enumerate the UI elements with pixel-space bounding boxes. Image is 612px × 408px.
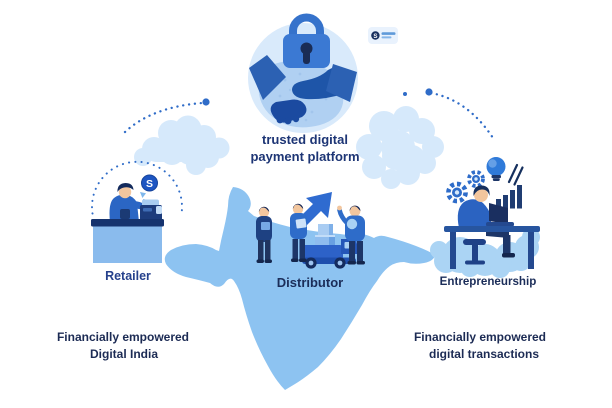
chair	[463, 239, 486, 245]
handshake-icon	[249, 55, 357, 128]
tagline-left-line2: Digital India	[90, 347, 158, 361]
gear-icon-large	[446, 181, 468, 204]
sparkle-lines	[507, 163, 524, 186]
distributor-label: Distributor	[277, 275, 343, 290]
coin-drop-arrow-1	[140, 192, 146, 198]
desk	[444, 226, 540, 269]
island-blob	[430, 228, 540, 278]
padlock-shackle	[289, 13, 324, 38]
tagline-right-line1: Financially empowered	[414, 330, 546, 344]
retailer-hair	[117, 183, 134, 192]
laptop-icon	[486, 203, 514, 227]
retailer-label: Retailer	[105, 269, 151, 283]
hero-caption-line1: trusted digital	[262, 132, 348, 147]
counter-front	[93, 226, 162, 263]
dotted-arcs	[91, 91, 495, 215]
padlock-keyhole	[300, 42, 313, 55]
arc-retailer	[91, 160, 183, 215]
handshake-small-hands-knuckles	[276, 115, 300, 125]
dollar-coin-icon: S	[141, 174, 158, 192]
retailer-pos-device	[120, 209, 130, 219]
entrepreneurship-label: Entrepreneurship	[440, 275, 537, 288]
handshake-left-sleeve	[249, 55, 286, 100]
cash-register-icon	[140, 199, 162, 222]
arc-end-dots	[202, 88, 433, 106]
cloud-right	[356, 106, 444, 189]
gear-icon-small	[467, 170, 485, 188]
distributor-person-2	[290, 203, 307, 262]
tagline-left-line1: Financially empowered	[57, 330, 189, 344]
tagline-right-line2: digital transactions	[429, 347, 539, 361]
entrepreneur-torso	[457, 199, 491, 228]
india-map	[164, 187, 435, 390]
payment-card-symbol: S	[373, 33, 377, 40]
arc-right	[429, 91, 495, 140]
cloud-left	[134, 115, 230, 175]
padlock-keyhole-stem	[303, 51, 310, 64]
padlock-icon	[283, 13, 330, 68]
entrepreneur-face	[474, 188, 488, 202]
distributor-person-3	[337, 205, 365, 265]
cargo-boxes	[315, 224, 335, 248]
dollar-coin-symbol: S	[146, 178, 153, 190]
distributor-person-1	[256, 206, 272, 263]
entrepreneur-scene	[430, 157, 540, 278]
payment-card-icon: S	[368, 27, 398, 44]
retailer-scene: S	[91, 174, 164, 263]
counter-top	[91, 219, 164, 227]
handshake-right-sleeve	[326, 64, 357, 102]
lightbulb-icon	[486, 157, 506, 181]
distributor-scene	[256, 192, 365, 269]
bar-chart-icon	[496, 185, 522, 209]
hero-group	[248, 13, 358, 133]
entrepreneur-hair	[473, 185, 490, 196]
hero-caption-line2: payment platform	[250, 149, 359, 164]
retailer-face	[118, 185, 132, 199]
